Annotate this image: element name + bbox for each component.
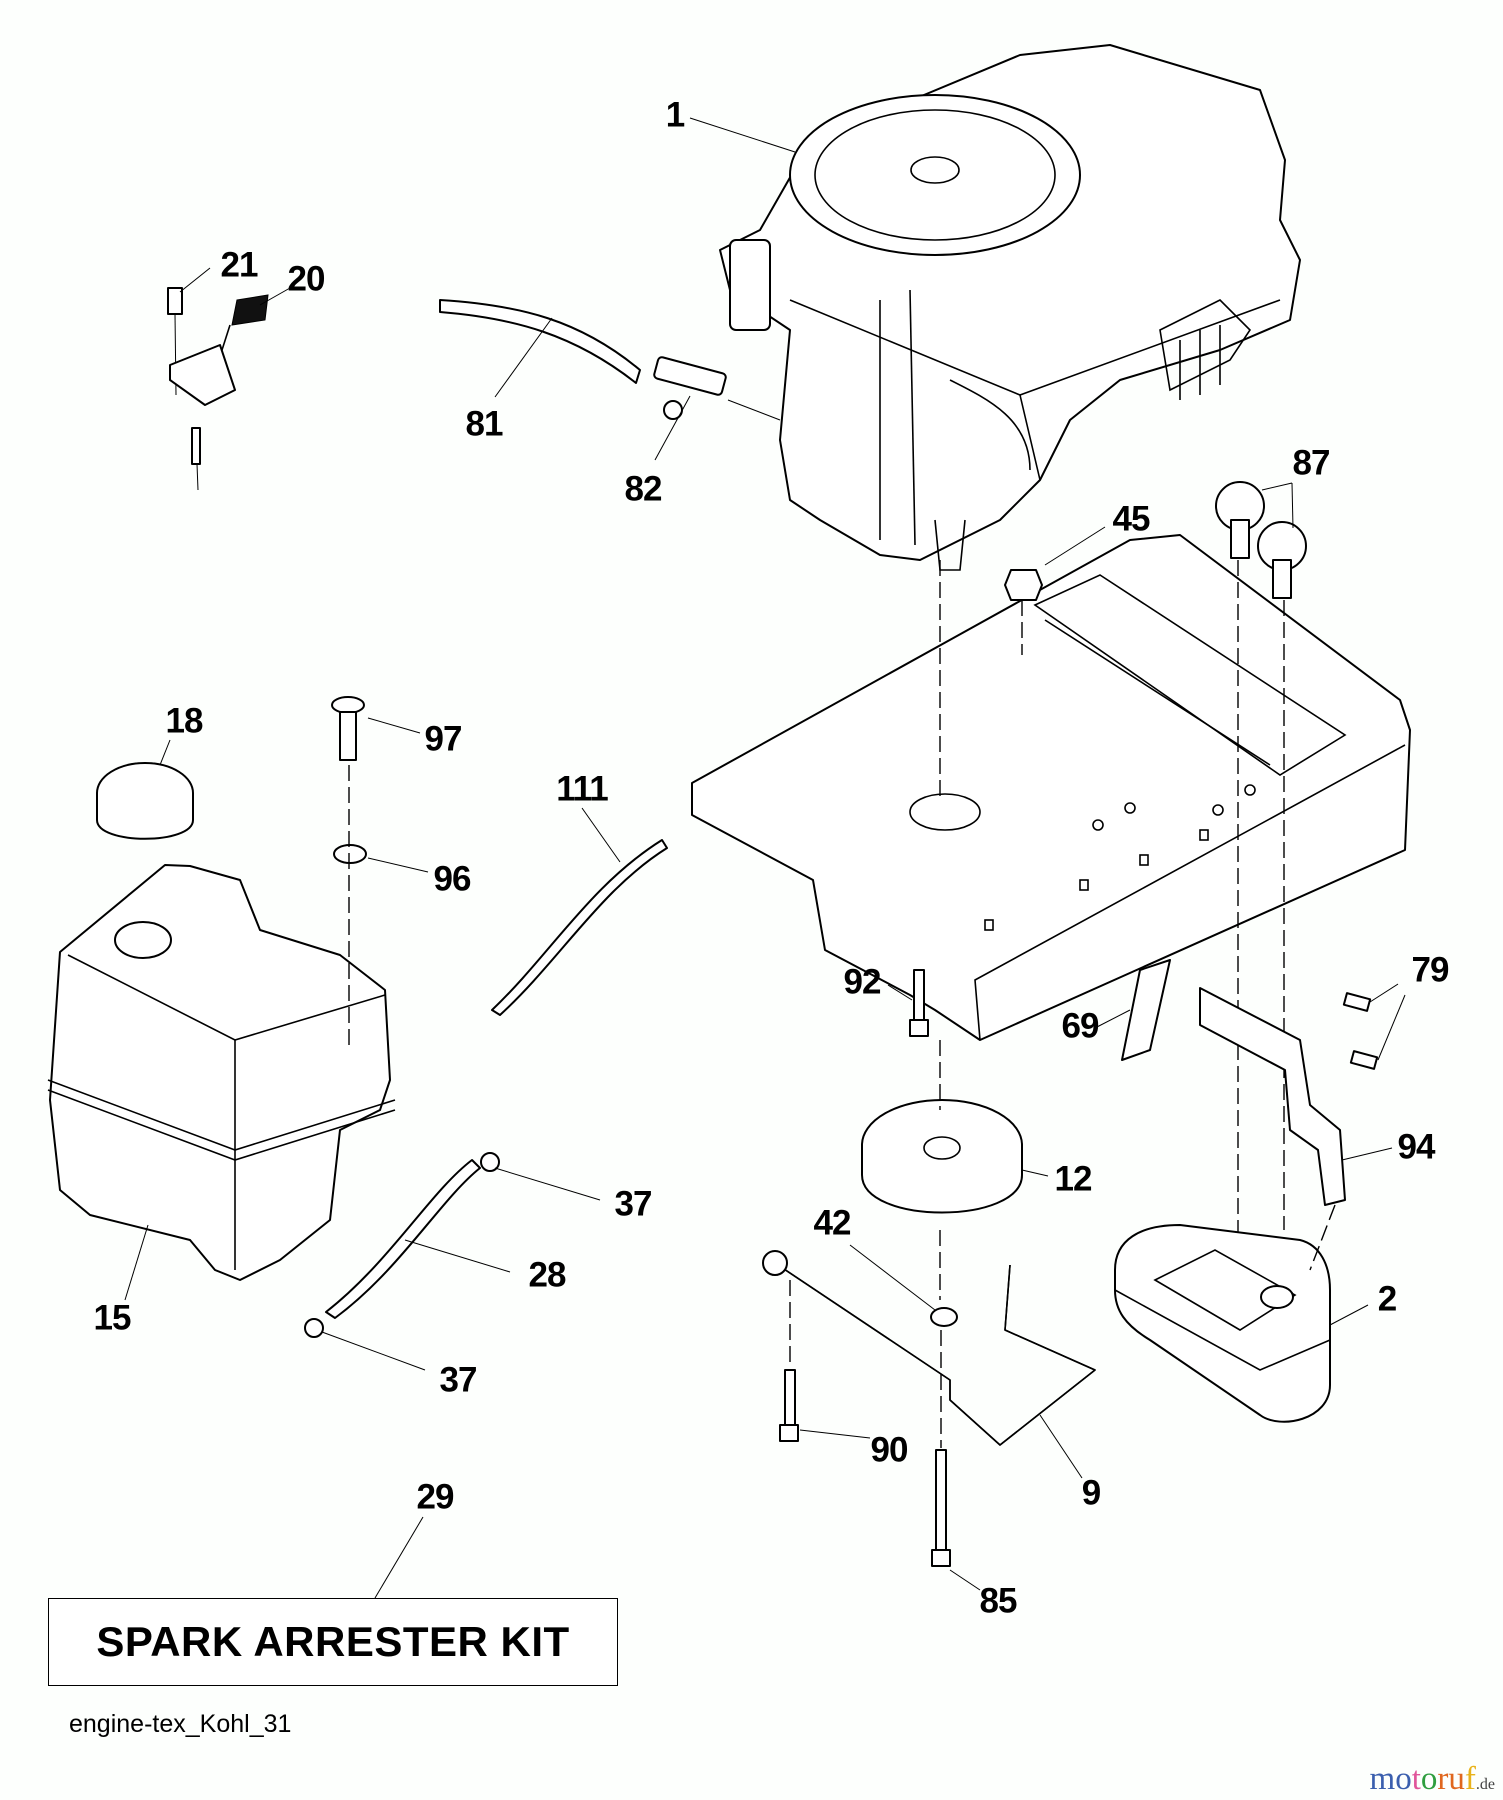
watermark-letter: r [1437, 1761, 1449, 1797]
callout-79[interactable]: 79 [1411, 950, 1450, 990]
fuel-hose-drawing [304, 1152, 500, 1338]
callout-28[interactable]: 28 [528, 1255, 567, 1295]
callout-92[interactable]: 92 [843, 962, 882, 1002]
callout-87[interactable]: 87 [1292, 443, 1331, 483]
callout-42[interactable]: 42 [813, 1203, 852, 1243]
callout-90[interactable]: 90 [870, 1430, 909, 1470]
callout-69[interactable]: 69 [1061, 1006, 1100, 1046]
callout-85[interactable]: 85 [979, 1581, 1018, 1621]
callout-37-lower[interactable]: 37 [439, 1360, 478, 1400]
hose-drawing [491, 839, 668, 1016]
callout-97[interactable]: 97 [424, 719, 463, 759]
callout-20[interactable]: 20 [287, 259, 326, 299]
exhaust-drawing [1114, 959, 1379, 1423]
callout-1[interactable]: 1 [665, 95, 685, 135]
fuel-line-drawing [439, 299, 727, 420]
lower-parts-drawing [762, 969, 1096, 1567]
callout-96[interactable]: 96 [433, 859, 472, 899]
engine-drawing [719, 44, 1301, 571]
callout-111[interactable]: 111 [556, 769, 609, 809]
callout-15[interactable]: 15 [93, 1298, 132, 1338]
frame-drawing [691, 534, 1411, 1041]
fuel-tank-drawing [47, 762, 396, 1281]
callout-9[interactable]: 9 [1081, 1473, 1101, 1513]
callout-2[interactable]: 2 [1377, 1279, 1397, 1319]
watermark-letter: t [1411, 1761, 1421, 1797]
callout-12[interactable]: 12 [1054, 1159, 1093, 1199]
tank-fasteners-drawing [331, 696, 367, 864]
watermark-letter: o [1420, 1761, 1438, 1797]
watermark-tld: .de [1475, 1776, 1495, 1793]
callout-21[interactable]: 21 [220, 245, 259, 285]
callout-37-upper[interactable]: 37 [614, 1184, 653, 1224]
spark-arrester-kit-box[interactable]: SPARK ARRESTER KIT [48, 1598, 618, 1686]
callout-18[interactable]: 18 [165, 701, 204, 741]
watermark-letters: motoruf [1370, 1761, 1476, 1797]
callout-45[interactable]: 45 [1112, 499, 1151, 539]
watermark-letter: m [1369, 1761, 1396, 1797]
watermark-letter: f [1464, 1761, 1476, 1797]
watermark-letter: u [1448, 1761, 1465, 1797]
callout-81[interactable]: 81 [465, 404, 504, 444]
watermark-logo: motoruf.de [1370, 1761, 1495, 1798]
throttle-control-drawing [167, 287, 269, 491]
spark-arrester-kit-label: SPARK ARRESTER KIT [96, 1618, 570, 1665]
callout-82[interactable]: 82 [624, 469, 663, 509]
frame-fasteners-drawing [1004, 481, 1307, 601]
callout-29[interactable]: 29 [416, 1477, 455, 1517]
callout-94[interactable]: 94 [1397, 1127, 1436, 1167]
diagram-code: engine-tex_Kohl_31 [69, 1710, 292, 1738]
watermark-letter: o [1395, 1761, 1412, 1797]
